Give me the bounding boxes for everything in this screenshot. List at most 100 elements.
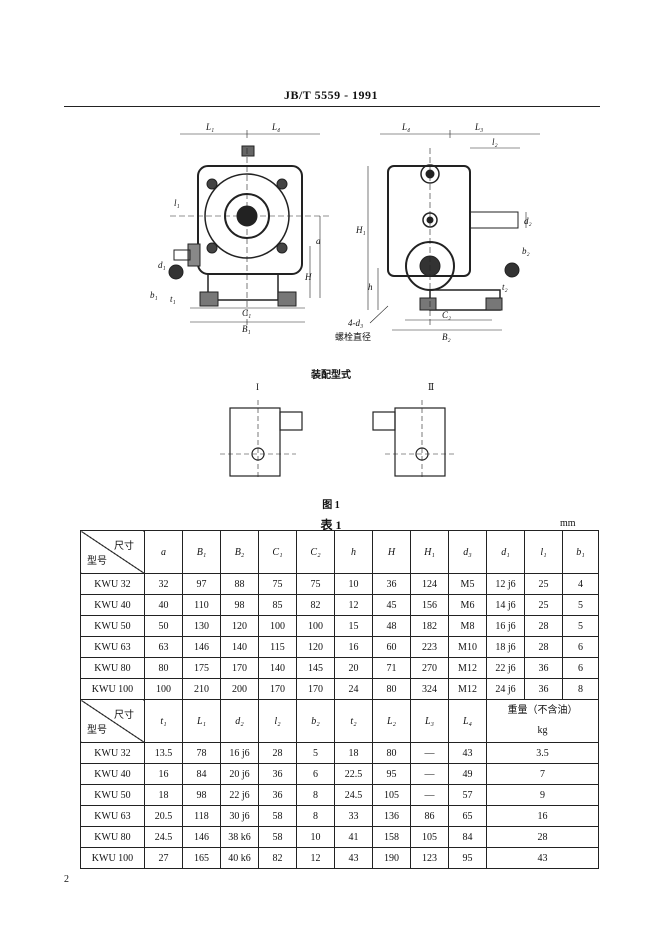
value-cell: 40 k6 (220, 847, 259, 869)
value-cell: 24.5 (334, 784, 373, 806)
value-cell: 6 (562, 636, 599, 658)
header-cell: l₁ (524, 530, 563, 574)
value-cell: 12 (296, 847, 335, 869)
value-cell: 170 (258, 678, 297, 700)
value-cell: 80 (372, 678, 411, 700)
value-cell: 324 (410, 678, 449, 700)
value-cell: 25 (524, 573, 563, 595)
value-cell: 16 (144, 763, 183, 785)
header-cell: C₂ (296, 530, 335, 574)
value-cell: 13.5 (144, 742, 183, 764)
value-cell: 10 (296, 826, 335, 848)
value-cell: M6 (448, 594, 487, 616)
value-cell: 49 (448, 763, 487, 785)
model-cell: KWU 63 (80, 636, 145, 658)
dim-bolt: 4-d₃ (348, 318, 363, 328)
value-cell: 158 (372, 826, 411, 848)
value-cell: 5 (296, 742, 335, 764)
value-cell: 210 (182, 678, 221, 700)
header-cell: b₂ (296, 699, 335, 743)
value-cell: 22 j6 (220, 784, 259, 806)
assembly-caption: 装配型式 (311, 370, 351, 381)
value-cell: 95 (372, 763, 411, 785)
value-cell: 100 (144, 678, 183, 700)
table-header-row: 尺寸 型号 a B₁ B₂ C₁ C₂ h H H₁ d₃ d₁ l₁ b₁ (80, 530, 599, 574)
value-cell: 175 (182, 657, 221, 679)
dim-t1: t₁ (170, 294, 176, 304)
value-cell: 32 (144, 573, 183, 595)
dim-t2: t₂ (502, 282, 508, 292)
value-cell: 14 j6 (486, 594, 525, 616)
value-cell: 43 (448, 742, 487, 764)
value-cell: 45 (372, 594, 411, 616)
header-cell: t₂ (334, 699, 373, 743)
value-cell: 25 (524, 594, 563, 616)
model-cell: KWU 40 (80, 594, 145, 616)
header-cell: l₂ (258, 699, 297, 743)
dim-d2: d₂ (524, 216, 532, 226)
value-cell: 28 (486, 826, 599, 848)
model-cell: KWU 50 (80, 615, 145, 637)
weight-header-cell: 重量（不含油） kg (486, 699, 599, 743)
dim-C1: C₁ (242, 308, 251, 318)
value-cell: 28 (524, 615, 563, 637)
value-cell: 15 (334, 615, 373, 637)
dim-a: a (316, 236, 321, 246)
header-cell: a (144, 530, 183, 574)
value-cell: 40 (144, 594, 183, 616)
header-cell: b₁ (562, 530, 599, 574)
header-cell: H₁ (410, 530, 449, 574)
header-rule (64, 106, 600, 107)
value-cell: 16 (486, 805, 599, 827)
bolt-note: 螺栓直径 (335, 331, 371, 342)
value-cell: 86 (410, 805, 449, 827)
value-cell: 140 (220, 636, 259, 658)
value-cell: 9 (486, 784, 599, 806)
value-cell: 97 (182, 573, 221, 595)
value-cell: 65 (448, 805, 487, 827)
value-cell: 146 (182, 826, 221, 848)
header-cell: C₁ (258, 530, 297, 574)
value-cell: M12 (448, 657, 487, 679)
value-cell: 12 j6 (486, 573, 525, 595)
model-cell: KWU 80 (80, 826, 145, 848)
value-cell: 75 (296, 573, 335, 595)
value-cell: 100 (296, 615, 335, 637)
value-cell: 105 (410, 826, 449, 848)
value-cell: 98 (220, 594, 259, 616)
value-cell: 20 j6 (220, 763, 259, 785)
header-cell: B₂ (220, 530, 259, 574)
value-cell: 24 j6 (486, 678, 525, 700)
page-number: 2 (64, 874, 69, 885)
value-cell: 140 (258, 657, 297, 679)
value-cell: 84 (448, 826, 487, 848)
value-cell: — (410, 742, 449, 764)
figure-caption: 图 1 (322, 500, 340, 511)
value-cell: 95 (448, 847, 487, 869)
model-cell: KWU 100 (80, 678, 145, 700)
weight-unit-label: kg (537, 725, 548, 736)
value-cell: 8 (296, 784, 335, 806)
header-cell: h (334, 530, 373, 574)
value-cell: 124 (410, 573, 449, 595)
diag-label-size: 尺寸 (114, 710, 134, 721)
value-cell: 190 (372, 847, 411, 869)
value-cell: 115 (258, 636, 297, 658)
value-cell: 43 (486, 847, 599, 869)
header-cell: d₃ (448, 530, 487, 574)
page-header-standard: JB/T 5559 - 1991 (283, 88, 379, 102)
dim-l2: l₂ (492, 137, 498, 147)
value-cell: M8 (448, 615, 487, 637)
value-cell: 123 (410, 847, 449, 869)
assembly-label-I: I (256, 382, 259, 392)
value-cell: 84 (182, 763, 221, 785)
value-cell: 105 (372, 784, 411, 806)
value-cell: M10 (448, 636, 487, 658)
dim-L4-front: L₄ (271, 122, 280, 132)
